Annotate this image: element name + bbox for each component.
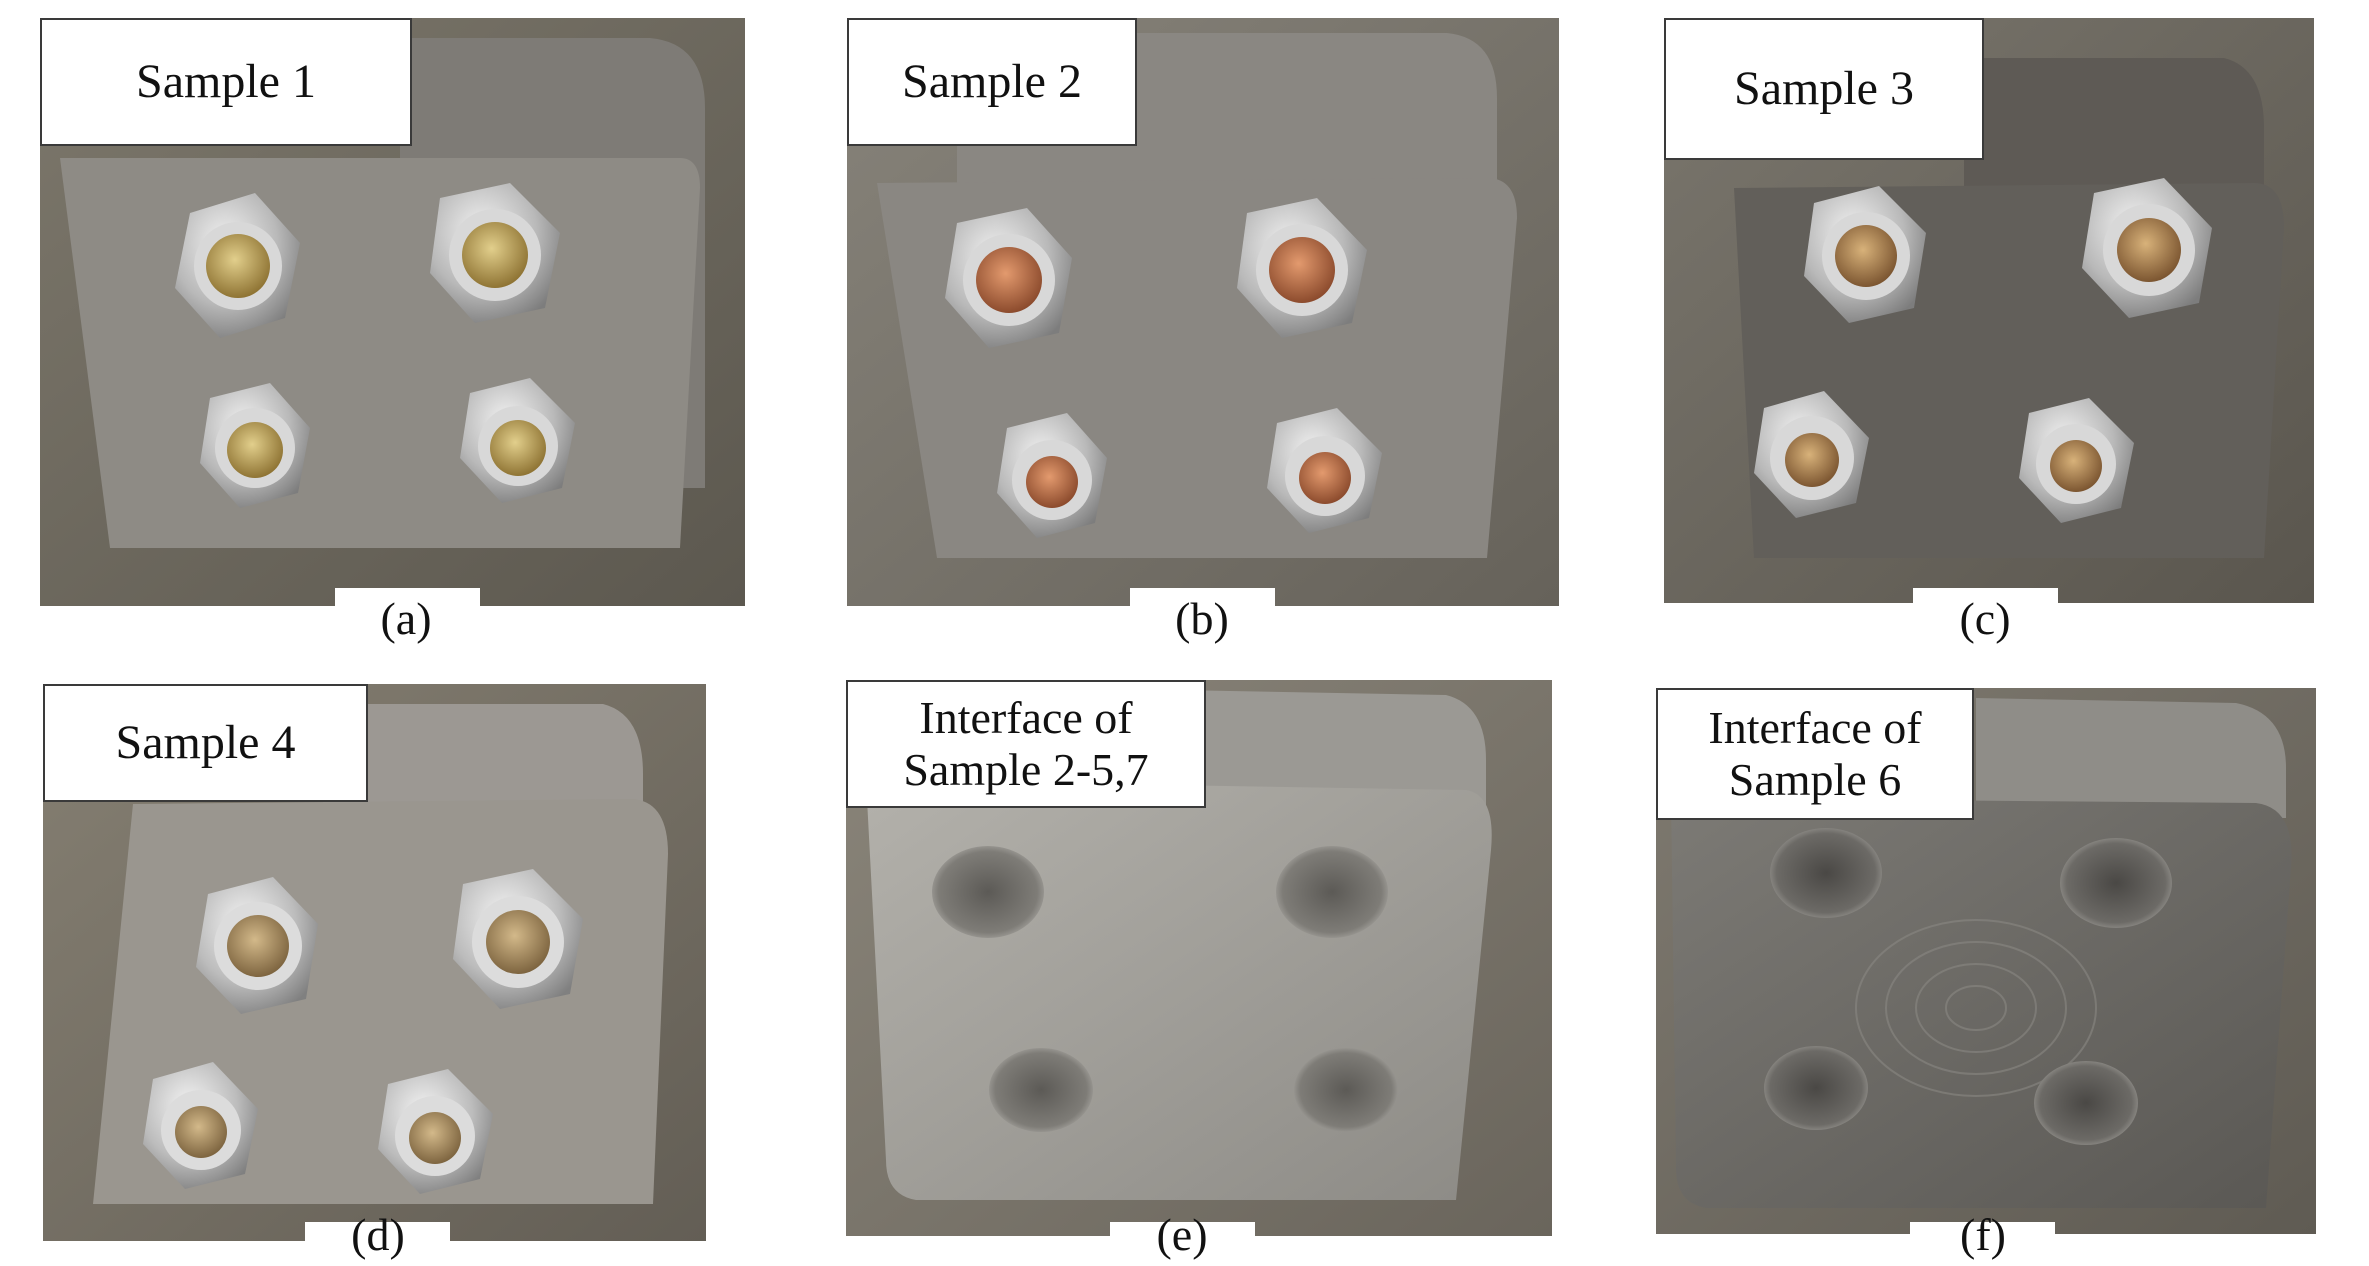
bolt-hole-top-left bbox=[1770, 828, 1882, 918]
bolt-hole-bottom-right bbox=[2034, 1061, 2138, 1145]
panel-label-e: Interface of Sample 2-5,7 bbox=[846, 680, 1206, 808]
panel-label-text-f: Interface of Sample 6 bbox=[1708, 702, 1921, 805]
panel-label-text-e: Interface of Sample 2-5,7 bbox=[903, 692, 1148, 795]
nut-bottom-right bbox=[460, 378, 575, 503]
nut-top-left bbox=[196, 877, 318, 1014]
caption-f: (f) bbox=[1960, 1209, 2006, 1260]
nut-bottom-left bbox=[1754, 391, 1869, 518]
caption-tab-e bbox=[1110, 1222, 1255, 1252]
bolted-plate-photo-c bbox=[1664, 18, 2314, 603]
panel-label-text-a: Sample 1 bbox=[136, 55, 316, 109]
bolt-hole-bottom-left bbox=[1764, 1046, 1868, 1130]
panel-label-f: Interface of Sample 6 bbox=[1656, 688, 1974, 820]
machining-rings bbox=[1855, 919, 2097, 1097]
panel-label-f-line1: Interface of bbox=[1708, 702, 1922, 754]
panel-label-a: Sample 1 bbox=[40, 18, 412, 146]
nut-bottom-right bbox=[378, 1069, 493, 1194]
caption-tab-a bbox=[335, 588, 480, 618]
nut-bottom-left bbox=[997, 413, 1107, 538]
bolt-hole-top-right bbox=[2060, 838, 2172, 928]
panel-label-text-d: Sample 4 bbox=[115, 716, 296, 770]
nut-top-right bbox=[453, 869, 583, 1009]
bolt-hole-bottom-right bbox=[1294, 1048, 1398, 1132]
panel-label-text-b: Sample 2 bbox=[902, 55, 1082, 109]
nut-top-left bbox=[1804, 186, 1926, 323]
nut-bottom-right bbox=[2019, 398, 2134, 523]
nut-top-right bbox=[2082, 178, 2212, 318]
caption-e: (e) bbox=[1156, 1209, 1208, 1260]
bolt-hole-bottom-left bbox=[989, 1048, 1093, 1132]
panel-label-b: Sample 2 bbox=[847, 18, 1137, 146]
panel-label-e-line1: Interface of bbox=[919, 692, 1133, 744]
nut-top-right bbox=[1237, 198, 1367, 338]
bolt-hole-top-left bbox=[932, 846, 1044, 938]
bolt-hole-top-right bbox=[1276, 846, 1388, 938]
panel-label-f-line2: Sample 6 bbox=[1728, 754, 1902, 805]
photo-panel-d bbox=[43, 684, 706, 1241]
panel-label-d: Sample 4 bbox=[43, 684, 368, 802]
nut-top-left bbox=[945, 208, 1072, 348]
caption-tab-f bbox=[1910, 1222, 2055, 1252]
panel-label-e-line2: Sample 2-5,7 bbox=[903, 744, 1149, 795]
caption-d: (d) bbox=[351, 1209, 405, 1260]
caption-b: (b) bbox=[1175, 593, 1229, 644]
nut-bottom-left bbox=[143, 1062, 258, 1189]
caption-a: (a) bbox=[380, 593, 432, 644]
nut-top-right bbox=[430, 183, 560, 323]
caption-tab-c bbox=[1913, 588, 2058, 618]
caption-tab-d bbox=[305, 1222, 450, 1252]
nut-bottom-right bbox=[1267, 408, 1382, 533]
nut-top-left bbox=[175, 193, 300, 338]
caption-c: (c) bbox=[1959, 593, 2011, 644]
panel-label-c: Sample 3 bbox=[1664, 18, 1984, 160]
panel-label-text-c: Sample 3 bbox=[1734, 62, 1914, 116]
nut-bottom-left bbox=[200, 383, 310, 508]
caption-tab-b bbox=[1130, 588, 1275, 618]
